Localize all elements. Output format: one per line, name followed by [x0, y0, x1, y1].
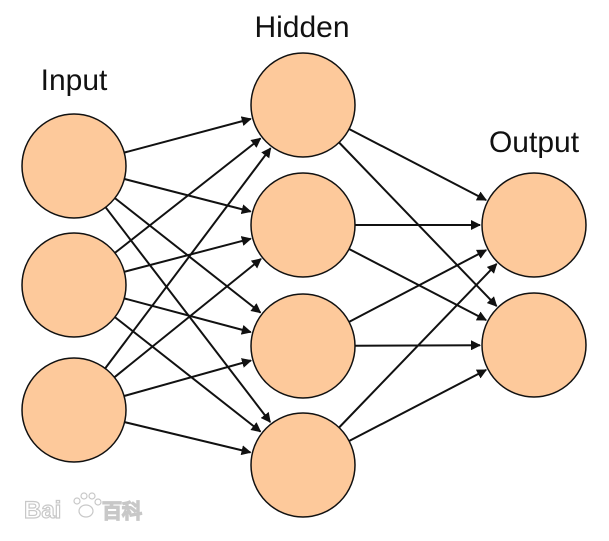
- edge-input-3-to-hidden-2: [113, 258, 262, 379]
- input-layer-label: Input: [41, 64, 108, 97]
- watermark-text-left: Bai: [24, 497, 61, 524]
- hidden-node-4: [250, 412, 356, 518]
- input-node-3: [21, 357, 127, 463]
- edge-input-3-to-hidden-1: [104, 147, 272, 370]
- edge-input-2-to-hidden-3: [123, 297, 252, 335]
- input-node-2: [21, 232, 127, 338]
- hidden-layer-label: Hidden: [254, 11, 349, 44]
- edge-hidden-3-to-output-1: [348, 249, 488, 323]
- nodes: [21, 52, 587, 518]
- paw-icon: [73, 492, 102, 518]
- output-node-1: [481, 172, 587, 278]
- edge-input-2-to-hidden-4: [114, 316, 262, 433]
- output-node-2: [481, 292, 587, 398]
- hidden-node-2: [250, 172, 356, 278]
- edge-input-3-to-hidden-3: [123, 358, 252, 397]
- watermark-text-right: 百科: [102, 499, 142, 523]
- edge-input-2-to-hidden-2: [124, 236, 252, 273]
- edge-hidden-2-to-output-2: [348, 248, 487, 321]
- edge-hidden-1-to-output-1: [348, 128, 487, 201]
- output-layer-label: Output: [489, 126, 580, 159]
- input-node-1: [21, 113, 127, 219]
- edge-input-2-to-hidden-1: [114, 137, 262, 254]
- edge-hidden-4-to-output-1: [338, 263, 498, 429]
- baidu-watermark: Bai 百科: [23, 492, 143, 525]
- connections: [104, 116, 498, 456]
- edge-hidden-4-to-output-2: [348, 369, 487, 442]
- hidden-node-1: [250, 52, 356, 158]
- edge-input-1-to-hidden-1: [123, 116, 252, 154]
- edge-input-3-to-hidden-4: [124, 421, 252, 456]
- hidden-node-3: [250, 293, 356, 399]
